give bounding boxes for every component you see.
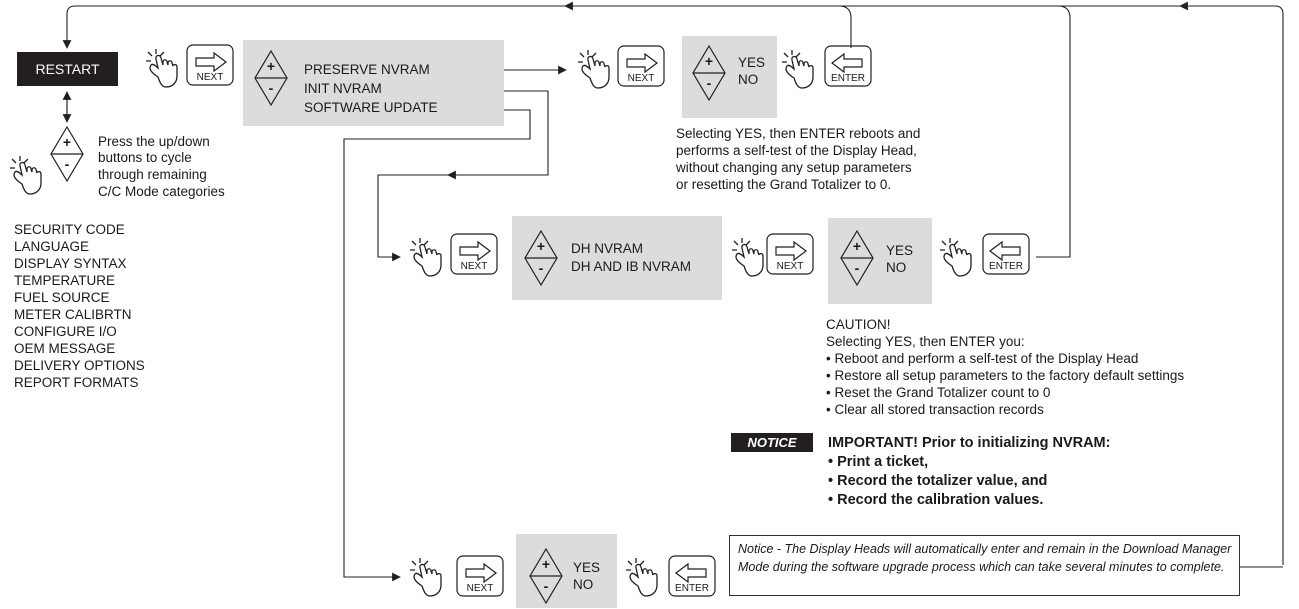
- option-no[interactable]: NO: [573, 577, 594, 592]
- notice-bullet: • Record the calibration values.: [828, 492, 1044, 508]
- down-button[interactable]: -: [706, 75, 712, 91]
- enter-key[interactable]: ENTER: [982, 233, 1030, 275]
- yes-no-panel: [828, 218, 932, 304]
- restart-label: RESTART: [35, 61, 100, 77]
- next-key-label: NEXT: [196, 72, 224, 83]
- next-key[interactable]: NEXT: [450, 233, 498, 275]
- yes-no-panel: [682, 36, 777, 118]
- software-update-note-text: Notice - The Display Heads will automati…: [738, 542, 1232, 574]
- next-key-label: NEXT: [460, 261, 488, 272]
- restart-box: RESTART: [17, 52, 118, 86]
- up-down-buttons[interactable]: + -: [524, 229, 558, 287]
- category-item: FUEL SOURCE: [14, 290, 110, 305]
- preserve-note-line: performs a self-test of the Display Head…: [676, 143, 917, 158]
- up-down-buttons[interactable]: + -: [254, 49, 288, 107]
- option-yes[interactable]: YES: [573, 560, 601, 575]
- finger-press-icon: [574, 44, 616, 90]
- finger-press-icon: [622, 552, 664, 598]
- category-item: LANGUAGE: [14, 239, 90, 254]
- cycle-text-line: through remaining: [98, 167, 207, 182]
- enter-key[interactable]: ENTER: [824, 45, 872, 87]
- finger-press-icon: [406, 232, 448, 278]
- notice-badge: NOTICE: [731, 433, 813, 452]
- cycle-text-line: buttons to cycle: [98, 150, 192, 165]
- enter-key-label: ENTER: [675, 583, 709, 594]
- option-no[interactable]: NO: [738, 72, 759, 87]
- cycle-text-line: C/C Mode categories: [98, 184, 225, 199]
- up-button[interactable]: +: [62, 134, 72, 150]
- up-button[interactable]: +: [852, 238, 862, 254]
- category-item: DISPLAY SYNTAX: [14, 256, 127, 271]
- category-item: TEMPERATURE: [14, 273, 116, 288]
- category-item: OEM MESSAGE: [14, 341, 116, 356]
- next-key[interactable]: NEXT: [186, 44, 234, 86]
- caution-bullet: • Reboot and perform a self-test of the …: [826, 351, 1139, 366]
- option-yes[interactable]: YES: [738, 55, 766, 70]
- software-update-note: Notice - The Display Heads will automati…: [729, 535, 1240, 596]
- down-button[interactable]: -: [543, 578, 549, 594]
- option-init-nvram[interactable]: INIT NVRAM: [304, 81, 382, 96]
- notice-badge-label: NOTICE: [747, 435, 797, 450]
- finger-press-icon: [406, 552, 448, 598]
- next-key-label: NEXT: [627, 73, 655, 84]
- down-button[interactable]: -: [268, 80, 274, 96]
- finger-press-icon: [6, 150, 48, 196]
- preserve-note-line: Selecting YES, then ENTER reboots and: [676, 126, 921, 141]
- up-down-buttons[interactable]: + -: [529, 547, 563, 605]
- up-button[interactable]: +: [266, 58, 276, 74]
- next-key[interactable]: NEXT: [456, 555, 504, 597]
- down-button[interactable]: -: [854, 260, 860, 276]
- next-key-label: NEXT: [466, 583, 494, 594]
- caution-bullet: • Restore all setup parameters to the fa…: [826, 368, 1185, 383]
- option-preserve-nvram[interactable]: PRESERVE NVRAM: [304, 62, 430, 77]
- caution-bullet: • Reset the Grand Totalizer count to 0: [826, 385, 1051, 400]
- up-down-buttons[interactable]: + -: [50, 125, 84, 183]
- notice-bullet: • Print a ticket,: [828, 454, 929, 470]
- option-software-update[interactable]: SOFTWARE UPDATE: [304, 100, 438, 115]
- next-key[interactable]: NEXT: [766, 233, 814, 275]
- next-key[interactable]: NEXT: [617, 45, 665, 87]
- up-down-buttons[interactable]: + -: [692, 44, 726, 102]
- category-item: SECURITY CODE: [14, 222, 125, 237]
- caution-title: CAUTION!: [826, 317, 891, 332]
- finger-press-icon: [142, 43, 184, 89]
- notice-heading: IMPORTANT! Prior to initializing NVRAM:: [828, 435, 1111, 451]
- preserve-note-line: or resetting the Grand Totalizer to 0.: [676, 177, 892, 192]
- finger-press-icon: [728, 232, 770, 278]
- category-item: CONFIGURE I/O: [14, 324, 117, 339]
- cycle-text-line: Press the up/down: [98, 134, 210, 149]
- up-button[interactable]: +: [541, 556, 551, 572]
- enter-key-label: ENTER: [989, 261, 1023, 272]
- next-key-label: NEXT: [776, 261, 804, 272]
- restart-menu-panel: [243, 40, 504, 126]
- up-button[interactable]: +: [704, 53, 714, 69]
- down-button[interactable]: -: [538, 260, 544, 276]
- down-button[interactable]: -: [64, 156, 70, 172]
- finger-press-icon: [778, 44, 820, 90]
- caution-bullet: • Clear all stored transaction records: [826, 402, 1044, 417]
- option-no[interactable]: NO: [886, 260, 907, 275]
- caution-intro: Selecting YES, then ENTER you:: [826, 334, 1025, 349]
- enter-key-label: ENTER: [831, 73, 865, 84]
- category-item: DELIVERY OPTIONS: [14, 358, 145, 373]
- enter-key[interactable]: ENTER: [668, 555, 716, 597]
- notice-bullet: • Record the totalizer value, and: [828, 473, 1048, 489]
- option-yes[interactable]: YES: [886, 243, 914, 258]
- up-down-buttons[interactable]: + -: [840, 229, 874, 287]
- option-dh-and-ib-nvram[interactable]: DH AND IB NVRAM: [571, 259, 692, 274]
- finger-press-icon: [936, 232, 978, 278]
- option-dh-nvram[interactable]: DH NVRAM: [571, 241, 644, 256]
- category-item: METER CALIBRTN: [14, 307, 132, 322]
- category-item: REPORT FORMATS: [14, 375, 139, 390]
- up-button[interactable]: +: [536, 238, 546, 254]
- preserve-note-line: without changing any setup parameters: [676, 160, 912, 175]
